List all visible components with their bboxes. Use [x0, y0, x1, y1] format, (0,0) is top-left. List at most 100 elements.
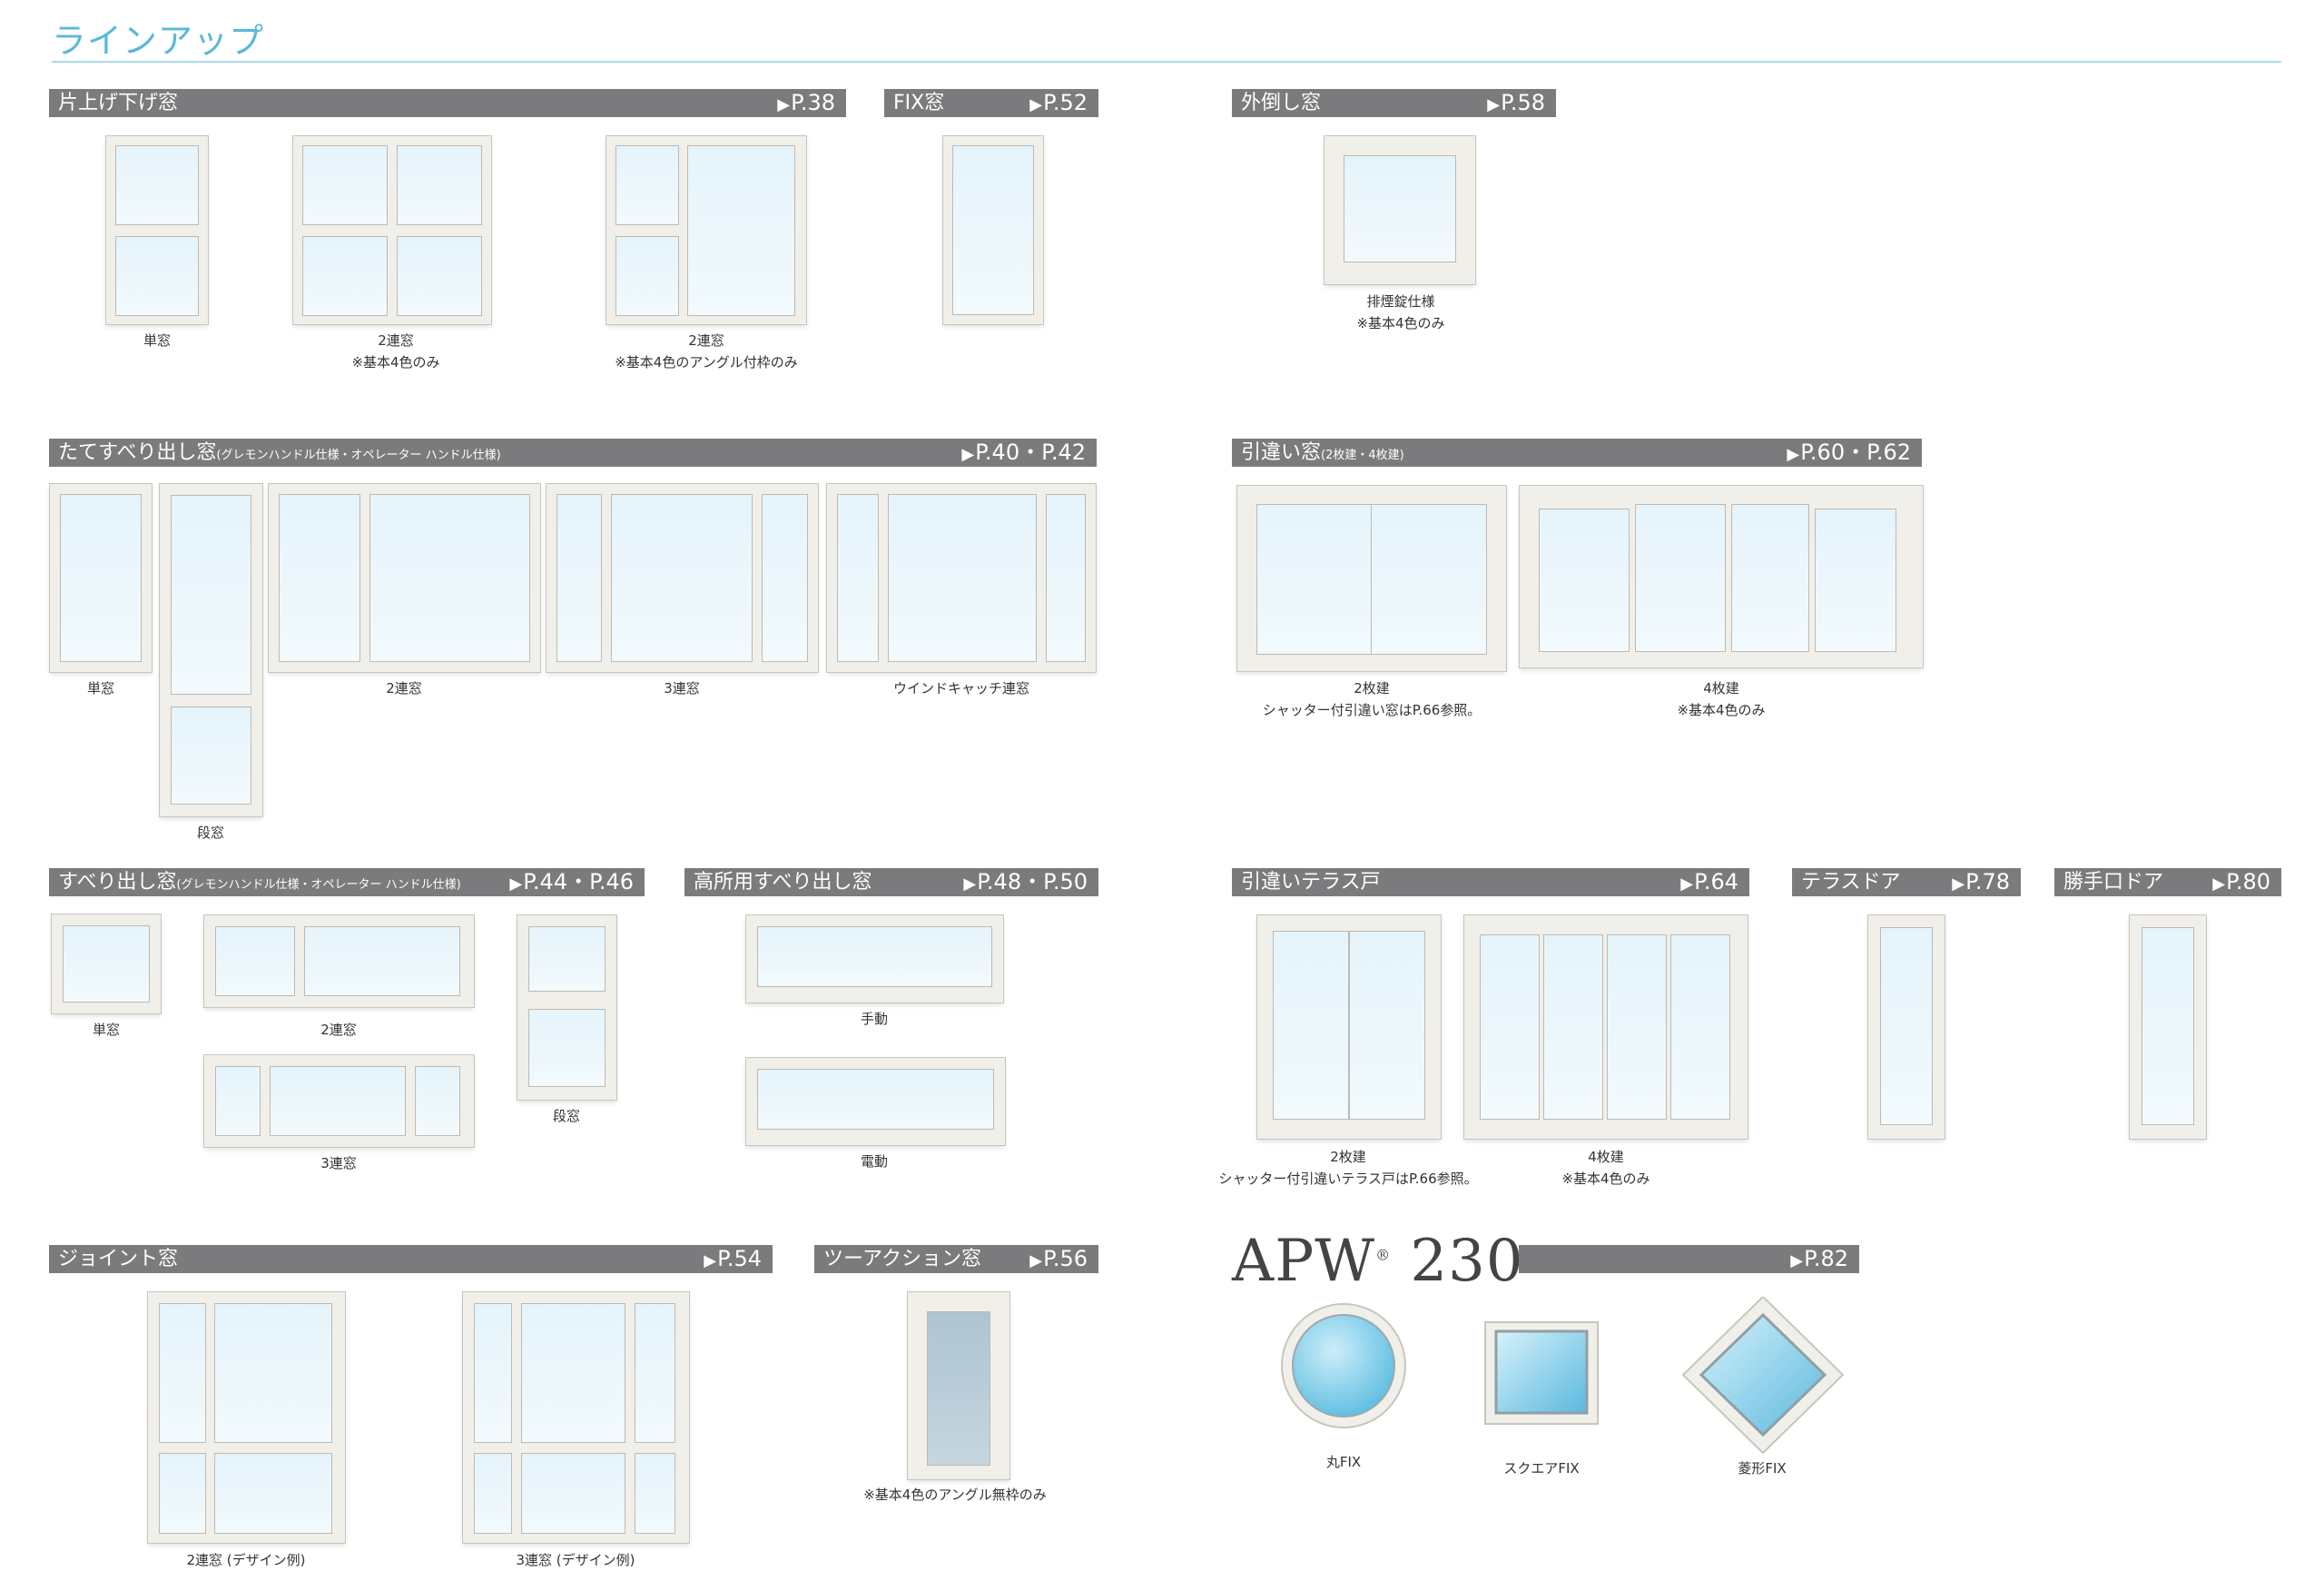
caption: 2連窓 (デザイン例) — [186, 1552, 306, 1568]
note: ※基本4色のみ — [1356, 315, 1445, 331]
window-image — [293, 136, 491, 324]
caption: 2連窓 — [386, 680, 422, 697]
section-name: 高所用すべり出し窓 — [694, 871, 872, 894]
door-image — [2130, 915, 2206, 1139]
window-image — [50, 484, 152, 672]
note: シャッター付引違いテラス戸はP.66参照。 — [1218, 1171, 1478, 1187]
section-bar-terrace: 引違いテラス戸 P.64 — [1232, 868, 1749, 896]
window-image — [908, 1292, 1009, 1479]
page-reference-link[interactable]: P.58 — [1487, 89, 1545, 119]
caption: 4枚建 — [1588, 1149, 1624, 1165]
section-bar-outswing: 外倒し窓 P.58 — [1232, 89, 1556, 117]
caption: 3連窓 — [320, 1155, 357, 1171]
section-name: 外倒し窓 — [1241, 92, 1322, 114]
caption: 2枚建 — [1354, 680, 1390, 697]
section-bar-single-hung: 片上げ下げ窓 P.38 — [49, 89, 846, 117]
caption: 排煙錠仕様 — [1366, 293, 1435, 310]
caption: 2連窓 — [320, 1022, 357, 1038]
section-name: たてすべり出し窓(グレモンハンドル仕様・オペレーター ハンドル仕様) — [58, 439, 501, 469]
window-image — [746, 1058, 1005, 1145]
window-image — [1520, 486, 1923, 667]
section-name: すべり出し窓(グレモンハンドル仕様・オペレーター ハンドル仕様) — [58, 868, 461, 899]
section-name: ツーアクション窓 — [823, 1248, 982, 1270]
page-title: ラインアップ — [52, 21, 265, 61]
note: シャッター付引違い窓はP.66参照。 — [1262, 702, 1482, 718]
section-bar-service-door: 勝手口ドア P.80 — [2054, 868, 2281, 896]
page-reference-link[interactable]: P.82 — [1790, 1245, 1848, 1275]
caption: 電動 — [860, 1153, 889, 1170]
diamond-fix-window — [1681, 1297, 1845, 1455]
window-image — [52, 914, 161, 1013]
note: ※基本4色のみ — [351, 354, 440, 371]
page-reference-link[interactable]: P.64 — [1680, 868, 1738, 898]
section-name: FIX窓 — [893, 92, 945, 114]
page-reference-link[interactable]: P.48・P.50 — [963, 868, 1088, 898]
page-reference-link[interactable]: P.60・P.62 — [1787, 439, 1911, 469]
page-reference-link[interactable]: P.44・P.46 — [509, 868, 634, 898]
section-bar-high-awning: 高所用すべり出し窓 P.48・P.50 — [684, 868, 1098, 896]
section-bar-joint: ジョイント窓 P.54 — [49, 1245, 773, 1273]
caption: 単窓 — [92, 1022, 121, 1038]
window-image — [160, 484, 262, 816]
section-name: テラスドア — [1801, 871, 1901, 894]
window-image — [517, 915, 616, 1100]
caption: 2枚建 — [1330, 1149, 1366, 1165]
window-image — [547, 484, 818, 672]
window-image — [1324, 136, 1475, 284]
section-bar-sliding: 引違い窓(2枚建・4枚建) P.60・P.62 — [1232, 439, 1922, 467]
title-divider — [52, 61, 2281, 63]
caption: 丸FIX — [1325, 1454, 1362, 1470]
caption: 3連窓 (デザイン例) — [516, 1552, 635, 1568]
section-bar-fix: FIX窓 P.52 — [884, 89, 1098, 117]
page-reference-link[interactable]: P.80 — [2212, 868, 2270, 898]
note: ※基本4色のアングル無枠のみ — [863, 1487, 1047, 1503]
section-name: ジョイント窓 — [58, 1248, 179, 1270]
section-name: 引違いテラス戸 — [1241, 871, 1381, 894]
window-image — [148, 1292, 345, 1543]
page-reference-link[interactable]: P.78 — [1952, 868, 2010, 898]
section-bar-awning: すべり出し窓(グレモンハンドル仕様・オペレーター ハンドル仕様) P.44・P.… — [49, 868, 645, 896]
registered-mark: ® — [1375, 1246, 1392, 1264]
caption: 2連窓 — [688, 332, 724, 349]
section-title: すべり出し窓 — [58, 871, 177, 894]
section-title: たてすべり出し窓 — [58, 441, 217, 464]
caption: 2連窓 — [378, 332, 414, 349]
section-name: 勝手口ドア — [2063, 871, 2164, 894]
section-subtitle: (グレモンハンドル仕様・オペレーター ハンドル仕様) — [216, 449, 501, 462]
caption: 単窓 — [86, 680, 115, 697]
caption: ウインドキャッチ連窓 — [892, 680, 1030, 697]
page-reference-link[interactable]: P.52 — [1029, 89, 1088, 119]
section-bar-casement: たてすべり出し窓(グレモンハンドル仕様・オペレーター ハンドル仕様) P.40・… — [49, 439, 1097, 467]
window-image — [1257, 915, 1441, 1139]
caption: 単窓 — [143, 332, 172, 349]
caption: 3連窓 — [664, 680, 700, 697]
caption: 段窓 — [196, 825, 225, 841]
section-subtitle: (2枚建・4枚建) — [1321, 449, 1404, 462]
window-image — [106, 136, 208, 324]
window-image — [204, 915, 474, 1007]
window-image — [746, 915, 1003, 1003]
section-bar-two-action: ツーアクション窓 P.56 — [814, 1245, 1098, 1273]
window-image — [943, 136, 1043, 324]
caption: 手動 — [860, 1011, 889, 1027]
apw230-shapes — [1281, 1297, 1845, 1455]
window-image — [463, 1292, 689, 1543]
window-image — [1237, 486, 1506, 671]
window-image — [204, 1055, 474, 1147]
square-fix-window — [1484, 1321, 1599, 1425]
page-reference-link[interactable]: P.40・P.42 — [961, 439, 1086, 469]
section-bar-terrace-door: テラスドア P.78 — [1792, 868, 2021, 896]
caption: 段窓 — [552, 1108, 581, 1124]
door-image — [1868, 915, 1945, 1139]
section-name: 引違い窓(2枚建・4枚建) — [1241, 439, 1404, 469]
logo-main: APW — [1232, 1228, 1376, 1295]
apw230-logo: APW® 230 — [1232, 1228, 1524, 1295]
logo-number: 230 — [1391, 1228, 1524, 1295]
note: ※基本4色のみ — [1677, 702, 1766, 718]
page-reference-link[interactable]: P.54 — [704, 1245, 762, 1275]
window-image — [606, 136, 806, 324]
page-reference-link[interactable]: P.56 — [1029, 1245, 1088, 1275]
window-image — [827, 484, 1096, 672]
page-reference-link[interactable]: P.38 — [777, 89, 835, 119]
window-image — [269, 484, 540, 672]
